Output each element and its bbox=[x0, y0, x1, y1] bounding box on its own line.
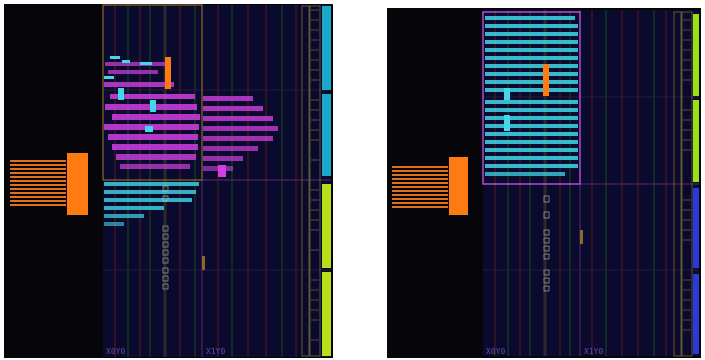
dsp-block-highlight[interactable] bbox=[165, 57, 171, 89]
bram-column bbox=[543, 195, 550, 292]
device-canvas-right[interactable]: X0Y0 X1Y0 bbox=[370, 0, 705, 360]
ps-block[interactable] bbox=[449, 157, 468, 215]
io-column bbox=[301, 5, 331, 357]
pblock-outline[interactable] bbox=[102, 4, 203, 181]
io-column bbox=[673, 11, 699, 357]
device-view-left[interactable]: X0Y0 X1Y0 bbox=[0, 0, 335, 360]
clock-marker bbox=[202, 256, 205, 270]
io-bank-4[interactable] bbox=[693, 274, 699, 354]
clock-marker bbox=[580, 230, 583, 244]
placed-cells-cyan bbox=[104, 56, 199, 226]
fabric-area bbox=[483, 10, 699, 356]
region-label-x1y0: X1Y0 bbox=[206, 347, 225, 356]
io-bank-3[interactable] bbox=[693, 188, 699, 268]
device-view-right[interactable]: X0Y0 X1Y0 bbox=[370, 0, 705, 360]
placed-cells-cyan bbox=[485, 16, 578, 176]
io-bank-3[interactable] bbox=[322, 184, 331, 268]
io-pin-array bbox=[10, 160, 66, 206]
region-label-x1y0: X1Y0 bbox=[584, 347, 603, 356]
io-pin-array bbox=[392, 166, 448, 208]
device-canvas-left[interactable]: X0Y0 X1Y0 bbox=[0, 0, 335, 360]
io-bank-1[interactable] bbox=[693, 14, 699, 96]
region-label-x0y0: X0Y0 bbox=[486, 347, 505, 356]
fabric-area bbox=[103, 5, 331, 357]
io-bank-2[interactable] bbox=[693, 100, 699, 182]
dsp-block-highlight[interactable] bbox=[543, 64, 549, 96]
io-bank-2[interactable] bbox=[322, 94, 331, 176]
ps-block[interactable] bbox=[67, 153, 88, 215]
region-label-x0y0: X0Y0 bbox=[106, 347, 125, 356]
io-bank-4[interactable] bbox=[322, 272, 331, 356]
pblock-outline[interactable] bbox=[482, 11, 581, 185]
bram-column bbox=[162, 185, 169, 290]
io-bank-1[interactable] bbox=[322, 6, 331, 90]
